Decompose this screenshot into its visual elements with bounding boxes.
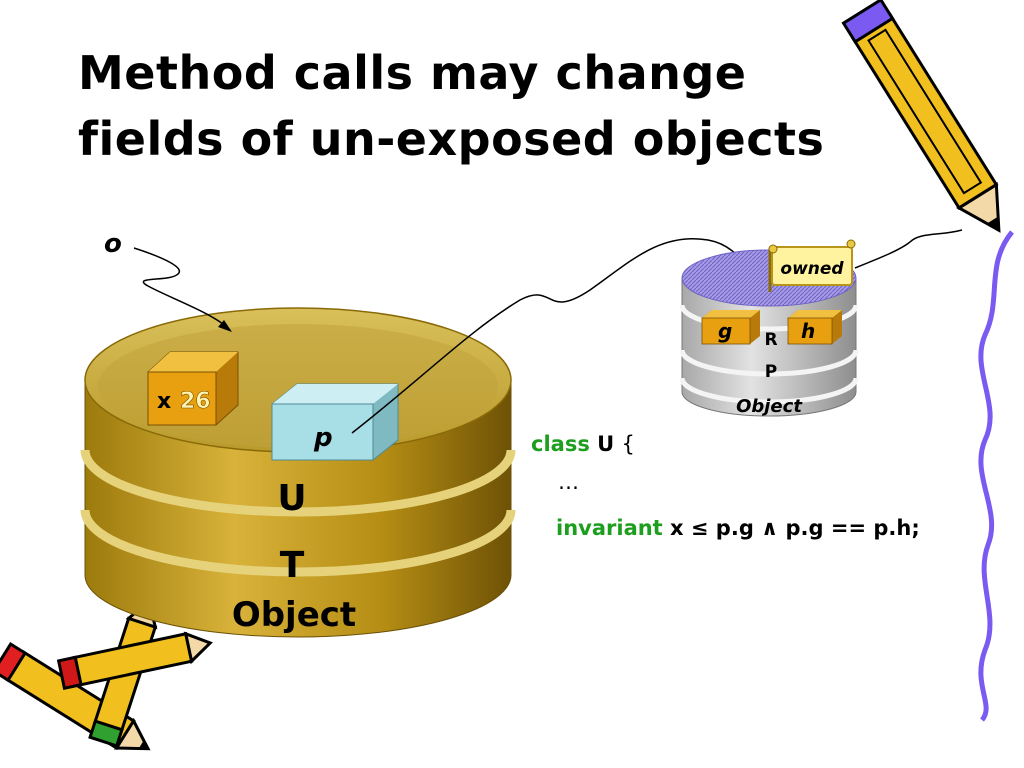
code-ellipsis-line: …	[558, 470, 579, 494]
owned-flag-label: owned	[780, 259, 844, 279]
o-pointer-arrow	[133, 247, 229, 329]
layer-label-u: U	[277, 478, 306, 519]
field-x-value: 26	[180, 389, 211, 414]
field-x-box	[147, 351, 239, 426]
field-g-name: g	[718, 319, 732, 343]
pencils-icon	[0, 598, 213, 751]
o-pointer-arrowhead	[218, 320, 232, 332]
field-h-box	[787, 310, 842, 345]
field-h-name: h	[801, 319, 815, 343]
flag-connector-line	[854, 229, 963, 269]
invariant-expression: x ≤ p.g ∧ p.g == p.h;	[670, 516, 920, 540]
object-o-cylinder	[80, 307, 516, 638]
field-g-box	[701, 310, 760, 345]
small-layer-label-p: P	[765, 362, 777, 382]
class-name: U	[597, 432, 615, 456]
title-line-1: Method calls may change	[78, 46, 747, 100]
title-line-2: fields of un-exposed objects	[78, 112, 825, 166]
field-p-name: p	[313, 423, 333, 453]
layer-label-t: T	[280, 545, 305, 586]
slide-title: Method calls may change fields of un-exp…	[78, 40, 824, 172]
field-x-name: x	[157, 389, 171, 414]
pencil-icon	[841, 0, 1001, 233]
decorative-squiggle	[978, 230, 1014, 722]
invariant-keyword: invariant	[556, 516, 663, 540]
class-brace: {	[621, 432, 635, 456]
field-p-box	[271, 383, 399, 461]
owned-flag	[768, 239, 856, 292]
object-o-label: o	[104, 229, 122, 259]
code-invariant-line: invariant x ≤ p.g ∧ p.g == p.h;	[556, 516, 920, 540]
small-layer-label-object: Object	[736, 396, 803, 417]
small-layer-label-r: R	[764, 330, 777, 350]
layer-label-object: Object	[232, 595, 356, 635]
code-class-line: class U {	[531, 432, 635, 456]
class-keyword: class	[531, 432, 590, 456]
p-reference-line	[351, 238, 749, 434]
